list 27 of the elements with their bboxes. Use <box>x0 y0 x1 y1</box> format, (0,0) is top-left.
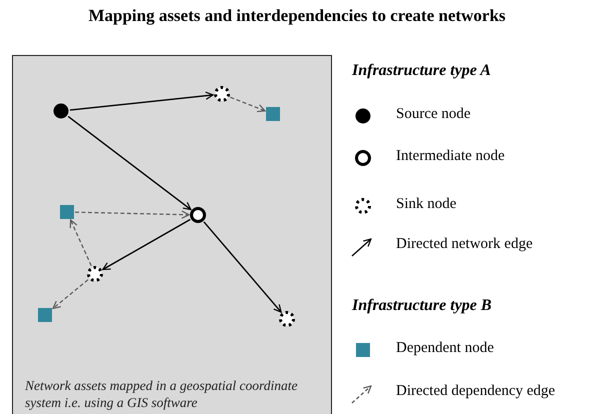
legend-heading: Infrastructure type A <box>352 62 491 80</box>
legend-label: Directed dependency edge <box>396 383 556 400</box>
network-arrow <box>203 221 282 313</box>
intermediate-node <box>189 206 207 224</box>
legend-heading: Infrastructure type B <box>352 297 492 315</box>
source-node <box>52 102 70 120</box>
panel-caption: Network assets mapped in a geospatial coordinate system i.e. using a GIS software <box>25 377 298 411</box>
dependent-node <box>38 308 52 322</box>
dependent-node <box>60 205 74 219</box>
sink-node <box>86 265 104 283</box>
legend-label: Source node <box>396 106 471 123</box>
dependency-arrow <box>230 96 266 112</box>
legend-label: Dependent node <box>396 340 494 357</box>
legend-label: Sink node <box>396 196 456 213</box>
network-arrow <box>102 218 191 270</box>
dependency-arrow <box>74 210 190 219</box>
dependency-arrow <box>52 279 88 310</box>
network-arrow <box>68 116 192 210</box>
sink-node <box>213 85 231 103</box>
map-panel <box>12 55 332 414</box>
title: Mapping assets and interdependencies to create networks <box>87 6 507 26</box>
legend-label: Directed network edge <box>396 236 533 253</box>
dependent-node <box>266 107 280 121</box>
network-arrow <box>70 92 214 111</box>
legend-label: Intermediate node <box>396 148 505 165</box>
sink-node <box>278 310 296 328</box>
dependency-arrow <box>70 219 92 266</box>
